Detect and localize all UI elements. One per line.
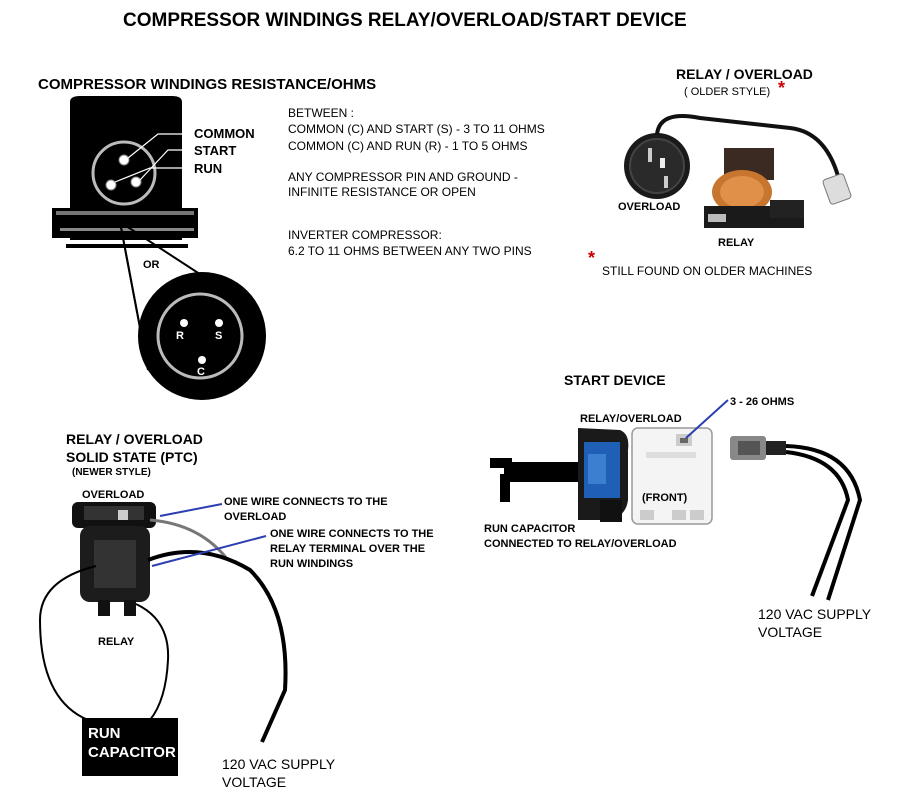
pin-label-start: START xyxy=(194,143,237,158)
ptc-overload-label: OVERLOAD xyxy=(82,489,145,501)
start-device-illustration xyxy=(490,399,863,601)
old-relay-note: STILL FOUND ON OLDER MACHINES xyxy=(602,264,813,278)
spec-run: COMMON (C) AND RUN (R) - 1 TO 5 OHMS xyxy=(288,139,528,153)
old-relay-illustration xyxy=(624,114,852,228)
ptc-relay-label: RELAY xyxy=(98,636,135,648)
page-title: COMPRESSOR WINDINGS RELAY/OVERLOAD/START… xyxy=(123,10,687,31)
ptc-heading-line2: SOLID STATE (PTC) xyxy=(66,449,198,465)
ptc-subheading: (NEWER STYLE) xyxy=(72,467,151,478)
zoom-pin-s: S xyxy=(215,330,223,342)
start-run-cap-line1: RUN CAPACITOR xyxy=(484,523,576,535)
old-relay-label: RELAY xyxy=(718,237,755,249)
ptc-wire1-line2: OVERLOAD xyxy=(224,511,287,523)
old-relay-heading: RELAY / OVERLOAD xyxy=(676,66,813,82)
between-label: BETWEEN : xyxy=(288,106,355,120)
terminal-ring xyxy=(91,140,157,206)
or-label: OR xyxy=(143,259,160,271)
zoom-pin-c: C xyxy=(197,366,205,378)
start-run-cap-line2: CONNECTED TO RELAY/OVERLOAD xyxy=(484,538,677,550)
note-star: * xyxy=(588,248,596,268)
windings-heading: COMPRESSOR WINDINGS RESISTANCE/OHMS xyxy=(38,76,377,93)
start-supply-line2: VOLTAGE xyxy=(758,624,823,640)
ptc-wire2-line1: ONE WIRE CONNECTS TO THE xyxy=(270,528,434,540)
inverter-line1: INVERTER COMPRESSOR: xyxy=(288,228,442,242)
spec-start: COMMON (C) AND START (S) - 3 TO 11 OHMS xyxy=(288,122,545,136)
old-overload-label: OVERLOAD xyxy=(618,201,681,213)
ptc-supply-line2: VOLTAGE xyxy=(222,774,287,790)
old-relay-star: * xyxy=(778,78,786,98)
start-device-heading: START DEVICE xyxy=(564,372,666,388)
ptc-wire2-line2: RELAY TERMINAL OVER THE xyxy=(270,543,426,555)
ground-line2: INFINITE RESISTANCE OR OPEN xyxy=(288,185,476,199)
pin-label-run: RUN xyxy=(194,161,223,176)
zoom-pin-r: R xyxy=(176,330,184,342)
ptc-wire2-line3: RUN WINDINGS xyxy=(270,558,354,570)
ptc-illustration xyxy=(38,502,288,743)
start-relay-overload-label: RELAY/OVERLOAD xyxy=(580,413,682,425)
start-front-label: (FRONT) xyxy=(642,492,688,504)
run-capacitor-box: RUN CAPACITOR xyxy=(82,718,178,776)
ptc-heading-line1: RELAY / OVERLOAD xyxy=(66,431,203,447)
pin-label-common: COMMON xyxy=(194,126,255,141)
start-ohms-label: 3 - 26 OHMS xyxy=(730,396,795,408)
inverter-line2: 6.2 TO 11 OHMS BETWEEN ANY TWO PINS xyxy=(288,244,532,258)
ptc-wire1-line1: ONE WIRE CONNECTS TO THE xyxy=(224,496,388,508)
start-supply-line1: 120 VAC SUPPLY xyxy=(758,606,872,622)
old-relay-subheading: ( OLDER STYLE) xyxy=(684,86,771,98)
ptc-supply-line1: 120 VAC SUPPLY xyxy=(222,756,336,772)
zoomed-terminal xyxy=(138,272,266,400)
ground-line1: ANY COMPRESSOR PIN AND GROUND - xyxy=(288,170,518,184)
